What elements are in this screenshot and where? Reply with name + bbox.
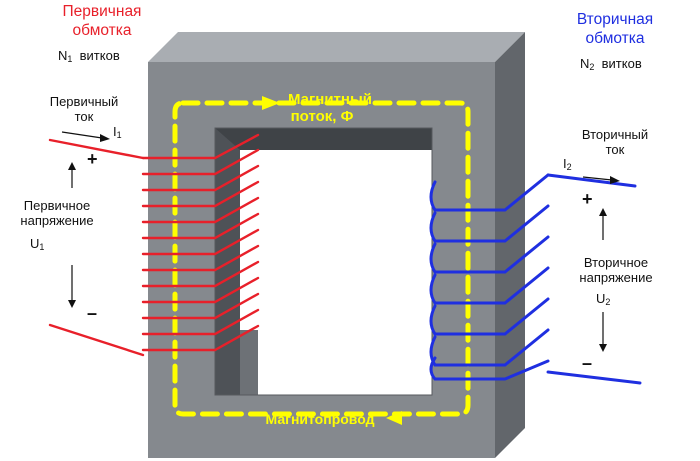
flux-label-line2: поток, Ф: [291, 108, 354, 125]
core-window-background: [240, 150, 432, 395]
primary-minus-sign: –: [87, 303, 98, 323]
secondary-winding: [429, 173, 642, 385]
secondary-voltage-arrow-down: [599, 312, 607, 352]
primary-title-line1: Первичная: [62, 3, 142, 20]
primary-voltage-arrow-up: [68, 162, 76, 188]
primary-title-line2: обмотка: [72, 22, 132, 39]
secondary-voltage-arrow-up: [599, 208, 607, 240]
primary-coil-11: [141, 292, 260, 320]
primary-voltage-label: Первичное напряжение: [20, 198, 94, 228]
secondary-turns: N2 витков: [580, 56, 642, 72]
secondary-plus-sign: +: [582, 189, 593, 209]
secondary-voltage-label: Вторичное напряжение: [579, 255, 653, 285]
primary-coil-13: [141, 324, 260, 352]
secondary-coil-4: [429, 266, 550, 305]
secondary-minus-sign: –: [582, 353, 593, 373]
core-label: Магнитопровод: [266, 411, 375, 427]
primary-coil-2: [141, 148, 260, 176]
primary-coil-3: [141, 164, 260, 192]
primary-coil-5: [141, 196, 260, 224]
primary-voltage-symbol: U1: [30, 236, 45, 252]
secondary-coil-1: [429, 173, 550, 212]
primary-voltage-arrow-down: [68, 265, 76, 308]
secondary-coil-6: [429, 328, 550, 367]
secondary-title-line2: обмотка: [585, 30, 645, 47]
primary-coil-9: [141, 260, 260, 288]
primary-current-symbol: I1: [113, 124, 122, 140]
flux-arrow-top: [262, 96, 280, 110]
magnetic-flux-path: [172, 100, 471, 417]
secondary-current-label: Вторичный ток: [581, 127, 649, 157]
primary-current-arrow: [61, 131, 110, 142]
flux-label-line1: Магнитный: [288, 91, 372, 108]
primary-winding-title: Первичная обмотка: [42, 2, 162, 40]
primary-plus-sign: +: [87, 149, 98, 169]
core-window-shadow: [240, 330, 258, 395]
secondary-current-arrow: [582, 176, 620, 184]
secondary-current-symbol: I2: [563, 156, 572, 172]
primary-coil-4: [141, 180, 260, 208]
primary-winding: [48, 133, 260, 357]
primary-lead-bottom: [48, 323, 145, 357]
primary-coil-7: [141, 228, 260, 256]
secondary-coil-7: [429, 356, 550, 381]
core-side-face: [495, 32, 525, 458]
secondary-lead-bottom: [546, 370, 642, 385]
primary-lead-top: [48, 138, 145, 160]
core-top-face: [148, 32, 525, 62]
secondary-title-line1: Вторичная: [576, 11, 654, 28]
primary-turns: N1 витков: [58, 48, 120, 64]
primary-coil-10: [141, 276, 260, 304]
primary-coil-1: [141, 133, 260, 160]
core-window-edge: [214, 127, 433, 396]
secondary-coil-2: [429, 204, 550, 243]
primary-coil-6: [141, 212, 260, 240]
secondary-voltage-symbol: U2: [596, 291, 611, 307]
secondary-lead-top: [546, 173, 637, 188]
primary-coil-8: [141, 244, 260, 272]
secondary-coil-5: [429, 297, 550, 336]
core-window-wall-top: [215, 128, 432, 150]
secondary-winding-title: Вторичная обмотка: [555, 10, 675, 48]
primary-current-label: Первичный ток: [49, 94, 119, 124]
flux-arrow-bottom: [386, 411, 402, 425]
primary-coil-12: [141, 308, 260, 336]
secondary-coil-3: [429, 235, 550, 274]
